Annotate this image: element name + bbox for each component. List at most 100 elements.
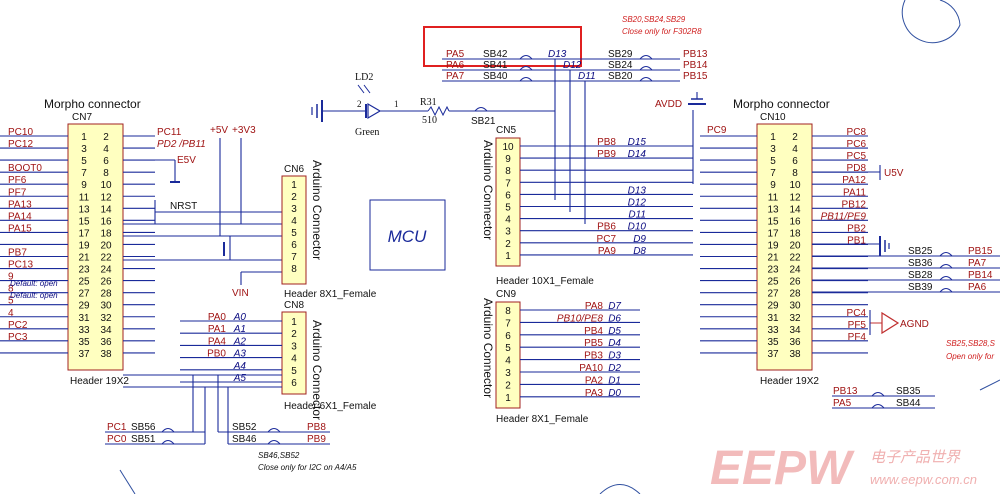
cn7-pin-7: 7: [81, 168, 87, 179]
bottom-right-sb: PB13 PA5 SB35 SB44: [832, 386, 935, 409]
cn7-connector: Morpho connector CN7 1357911131517192123…: [0, 97, 282, 387]
cn9-pins-net-d-3: D4: [608, 338, 621, 349]
cn9-pins-net-pin-0: PA8: [585, 301, 604, 312]
top-sb-2: SB40: [483, 71, 508, 82]
rsb-pin-0: PB15: [968, 246, 993, 257]
cn10-pin-23: 23: [767, 265, 779, 276]
cn7-pin-27: 27: [78, 289, 90, 300]
cn7-net-left-12: 9: [8, 272, 14, 283]
cn10-pin-25: 25: [767, 277, 779, 288]
cn10-net-right-15: PC4: [847, 308, 867, 319]
cn7-pin-4: 4: [103, 144, 109, 155]
cn10-net-right-6: PB12: [842, 199, 867, 210]
cn10-pin-14: 14: [789, 204, 801, 215]
cn10-pin-4: 4: [792, 144, 798, 155]
cn8-pins-pin-6: 6: [291, 378, 297, 389]
cn5-pins-pin-4: 4: [505, 215, 511, 226]
brsb-pin-1: PA5: [833, 398, 852, 409]
cn8-pins-net-d-1: A1: [233, 324, 246, 335]
cn8-pins-net-d-5: A5: [233, 373, 247, 384]
led-color: Green: [355, 127, 379, 138]
cn5-ref: CN5: [496, 125, 516, 136]
top-d-2: D11: [578, 71, 596, 82]
top-pin-1: PA6: [446, 60, 465, 71]
cn10-net-right-16: PF5: [848, 320, 867, 331]
led-sb: SB21: [471, 116, 496, 127]
bottom-mid-sb: SB52 SB46 PB8 PB9 SB46,SB52 Close only f…: [218, 422, 357, 472]
cn9-pins-net-d-0: D7: [608, 301, 621, 312]
cn10-net-right-2: PC5: [847, 151, 867, 162]
agnd-icon: [881, 311, 900, 335]
cn10-net-right-5: PA11: [843, 187, 866, 198]
cn7-net-left-14: 5: [8, 296, 14, 307]
cn7-pin-14: 14: [100, 204, 112, 215]
cn5-pins-pin-2: 2: [505, 239, 511, 250]
mcu-label: MCU: [388, 227, 427, 246]
cn10-pin-15: 15: [767, 216, 779, 227]
cn10-footer: Header 19X2: [760, 376, 819, 387]
cn7-pin-12: 12: [100, 192, 112, 203]
cn8-ref: CN8: [284, 300, 304, 311]
cn6-pins-pin-7: 7: [291, 252, 297, 263]
note-right-text: Open only for: [946, 352, 994, 361]
cn5-title: Arduino Connector: [481, 140, 495, 240]
cn7-pin-26: 26: [100, 277, 112, 288]
cn9-pins-net-pin-6: PA2: [585, 375, 604, 386]
cn7-net-left-1: PC12: [8, 139, 33, 150]
cn5-pins-pin-9: 9: [505, 154, 511, 165]
cn10-pin-35: 35: [767, 337, 779, 348]
cn8-title: Arduino Connector: [310, 320, 324, 420]
top-d-1: D12: [563, 60, 582, 71]
top-pin-2: PA7: [446, 71, 465, 82]
cn10-pin-3: 3: [770, 144, 776, 155]
cn7-pin-33: 33: [78, 325, 90, 336]
top-pb-2: PB15: [683, 71, 708, 82]
note-top-refs: SB20,SB24,SB29: [622, 15, 686, 24]
cn5-pins-net-pin-7: PB6: [597, 222, 616, 233]
cn9-pins-net-d-2: D5: [608, 326, 621, 337]
cn10-pin-38: 38: [789, 349, 801, 360]
led-ld2: LD2 2 1 Green R31 510 SB21: [311, 72, 555, 138]
cn8-pins-net-d-2: A2: [233, 336, 247, 347]
cn7-pin-3: 3: [81, 144, 87, 155]
cn5-pins-net-d-8: D9: [633, 234, 646, 245]
cn9-pins-net-d-5: D2: [608, 363, 621, 374]
bm-pb-0: PB8: [307, 422, 326, 433]
cn10-pin-26: 26: [789, 277, 801, 288]
cn5-pins-pin-1: 1: [505, 251, 511, 262]
cn10-net-right-1: PC6: [847, 139, 867, 150]
cn7-net-left-7: PA14: [8, 211, 32, 222]
top-pb-0: PB13: [683, 49, 708, 60]
bm-note-text: Close only for I2C on A4/A5: [258, 463, 357, 472]
watermark-url: www.eepw.com.cn: [870, 472, 977, 487]
cn6-pins-pin-4: 4: [291, 216, 297, 227]
cn7-5v: +5V: [210, 125, 228, 136]
bl-sb-1: SB51: [131, 434, 156, 445]
cn10-pin-29: 29: [767, 301, 779, 312]
cn7-pin-37: 37: [78, 349, 90, 360]
cn6-footer: Header 8X1_Female: [284, 289, 377, 300]
cn6-pins-pin-8: 8: [291, 264, 297, 275]
rsb-pin-3: PA6: [968, 282, 987, 293]
cn7-pin-16: 16: [100, 216, 112, 227]
cn7-net-left-3: BOOT0: [8, 163, 42, 174]
cn10-pin-32: 32: [789, 313, 801, 324]
top-pb-1: PB14: [683, 60, 708, 71]
cn7-pin-15: 15: [78, 216, 90, 227]
led-diode-icon: [367, 102, 382, 120]
cn7-net-left-8: PA15: [8, 223, 32, 234]
watermark-brand: EEPW: [710, 442, 855, 494]
cn6-title: Arduino Connector: [310, 160, 324, 260]
cn9-pins-pin-2: 2: [505, 380, 511, 391]
cn9-ref: CN9: [496, 289, 516, 300]
brsb-sb-0: SB35: [896, 386, 921, 397]
cn5-avdd: AVDD: [655, 99, 682, 110]
cn5-pins-pin-10: 10: [502, 142, 514, 153]
cn8-pins-net-d-0: A0: [233, 312, 247, 323]
cn8-pins-net-d-4: A4: [233, 361, 247, 372]
cn7-pin-11: 11: [79, 192, 90, 203]
cn10-net-right-17: PF4: [848, 332, 867, 343]
cn7-pin-29: 29: [78, 301, 90, 312]
